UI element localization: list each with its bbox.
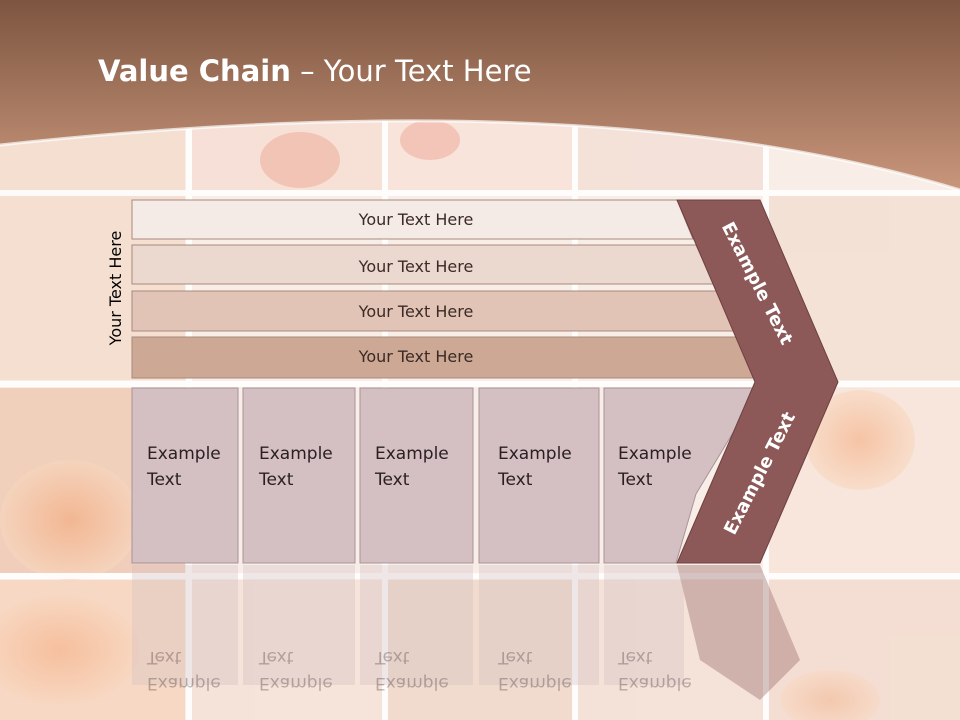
- reflection-box-2-line2: Text: [258, 647, 294, 667]
- slide-title: Value Chain – Your Text Here: [98, 54, 532, 88]
- activity-box-4-line1: Example: [498, 444, 572, 464]
- reflection: [132, 565, 800, 700]
- title-bold: Value Chain: [98, 54, 291, 88]
- activity-box-2-line1: Example: [259, 444, 333, 464]
- reflection-box-3-line2: Text: [374, 647, 410, 667]
- row-label-3: Your Text Here: [358, 302, 474, 321]
- margin-chevron[interactable]: [676, 199, 839, 564]
- reflection-box-3-line1: Example: [375, 673, 449, 693]
- row-label-4: Your Text Here: [358, 347, 474, 366]
- reflection-box-4-line2: Text: [497, 647, 533, 667]
- activity-box-2-line2: Text: [258, 470, 294, 490]
- reflection-box-2-line1: Example: [259, 673, 333, 693]
- activity-box-3-line1: Example: [375, 444, 449, 464]
- row-label-2: Your Text Here: [358, 257, 474, 276]
- side-label: Your Text Here: [106, 231, 125, 347]
- activity-box-5-line2: Text: [617, 470, 653, 490]
- activity-boxes: Example Text Example Text Example Text E…: [131, 387, 761, 564]
- activity-box-1-line2: Text: [146, 470, 182, 490]
- activity-box-4[interactable]: [478, 387, 600, 564]
- row-bars: Your Text Here Your Text Here Your Text …: [131, 199, 763, 379]
- activity-box-4-line2: Text: [497, 470, 533, 490]
- activity-box-1-line1: Example: [147, 444, 221, 464]
- reflection-text: Example Text Example Text Example Text E…: [146, 647, 692, 693]
- reflection-box-5-line2: Text: [617, 647, 653, 667]
- reflection-box-5-line1: Example: [618, 673, 692, 693]
- activity-box-3-line2: Text: [374, 470, 410, 490]
- activity-box-3[interactable]: [359, 387, 474, 564]
- reflection-box-4-line1: Example: [498, 673, 572, 693]
- reflection-box-1-line2: Text: [146, 647, 182, 667]
- activity-box-2[interactable]: [242, 387, 356, 564]
- row-label-1: Your Text Here: [358, 210, 474, 229]
- activity-box-5-line1: Example: [618, 444, 692, 464]
- reflection-box-1-line1: Example: [147, 673, 221, 693]
- title-rest: – Your Text Here: [290, 54, 532, 88]
- activity-box-1[interactable]: [131, 387, 239, 564]
- row-bar-1[interactable]: [131, 199, 694, 240]
